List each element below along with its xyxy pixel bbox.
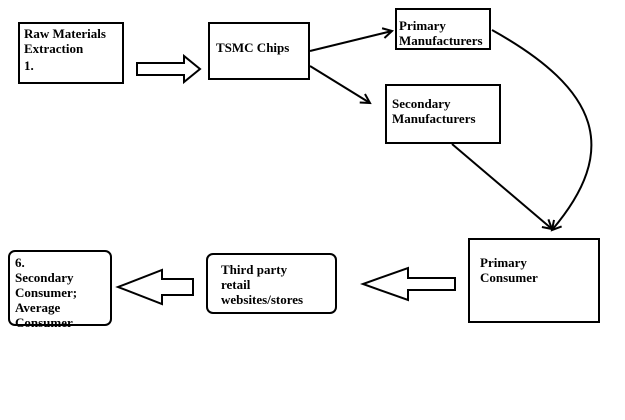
arrow-primary-manufacturers-to-primary-consumer <box>491 29 593 230</box>
node-raw-materials-line-1: Raw Materials <box>24 26 106 41</box>
node-tsmc-chips-label: TSMC Chips <box>216 40 290 55</box>
node-secondary-consumer-number: 6. <box>15 255 25 270</box>
node-primary-consumer-line-2: Consumer <box>480 270 538 285</box>
node-primary-consumer-line-1: Primary <box>480 255 527 270</box>
node-secondary-manufacturers: Secondary Manufacturers <box>385 84 501 144</box>
node-primary-consumer: Primary Consumer <box>468 238 600 323</box>
node-third-party-retail-line-2: retail <box>221 277 251 292</box>
node-primary-manufacturers: Primary Manufacturers <box>395 8 491 50</box>
node-secondary-consumer-line-3: Average <box>15 300 61 315</box>
node-secondary-consumer-line-2: Consumer; <box>15 285 78 300</box>
node-primary-manufacturers-line-2: Manufacturers <box>399 33 483 48</box>
node-raw-materials-extraction: Raw Materials Extraction 1. <box>18 22 124 84</box>
node-raw-materials-number: 1. <box>24 58 34 73</box>
node-secondary-manufacturers-line-1: Secondary <box>392 96 451 111</box>
node-secondary-manufacturers-line-2: Manufacturers <box>392 111 476 126</box>
node-tsmc-chips: TSMC Chips <box>208 22 310 80</box>
node-secondary-consumer-line-1: Secondary <box>15 270 74 285</box>
block-arrow-retail-to-secondary-consumer <box>115 268 194 306</box>
node-third-party-retail-line-3: websites/stores <box>221 292 304 307</box>
node-secondary-consumer-line-4: Consumer <box>15 315 73 330</box>
arrow-tsmc-to-primary-manufacturers <box>309 31 392 52</box>
node-third-party-retail: Third party retail websites/stores <box>206 253 337 314</box>
block-arrow-raw-to-tsmc <box>136 53 202 85</box>
block-arrow-consumer-to-retail <box>360 266 456 302</box>
node-third-party-retail-line-1: Third party <box>221 262 288 277</box>
arrow-secondary-manufacturers-to-primary-consumer <box>451 143 552 229</box>
node-secondary-consumer: 6. Secondary Consumer; Average Consumer <box>8 250 112 330</box>
node-primary-manufacturers-line-1: Primary <box>399 18 446 33</box>
arrow-tsmc-to-secondary-manufacturers <box>309 65 370 103</box>
node-raw-materials-line-2: Extraction <box>24 41 84 56</box>
